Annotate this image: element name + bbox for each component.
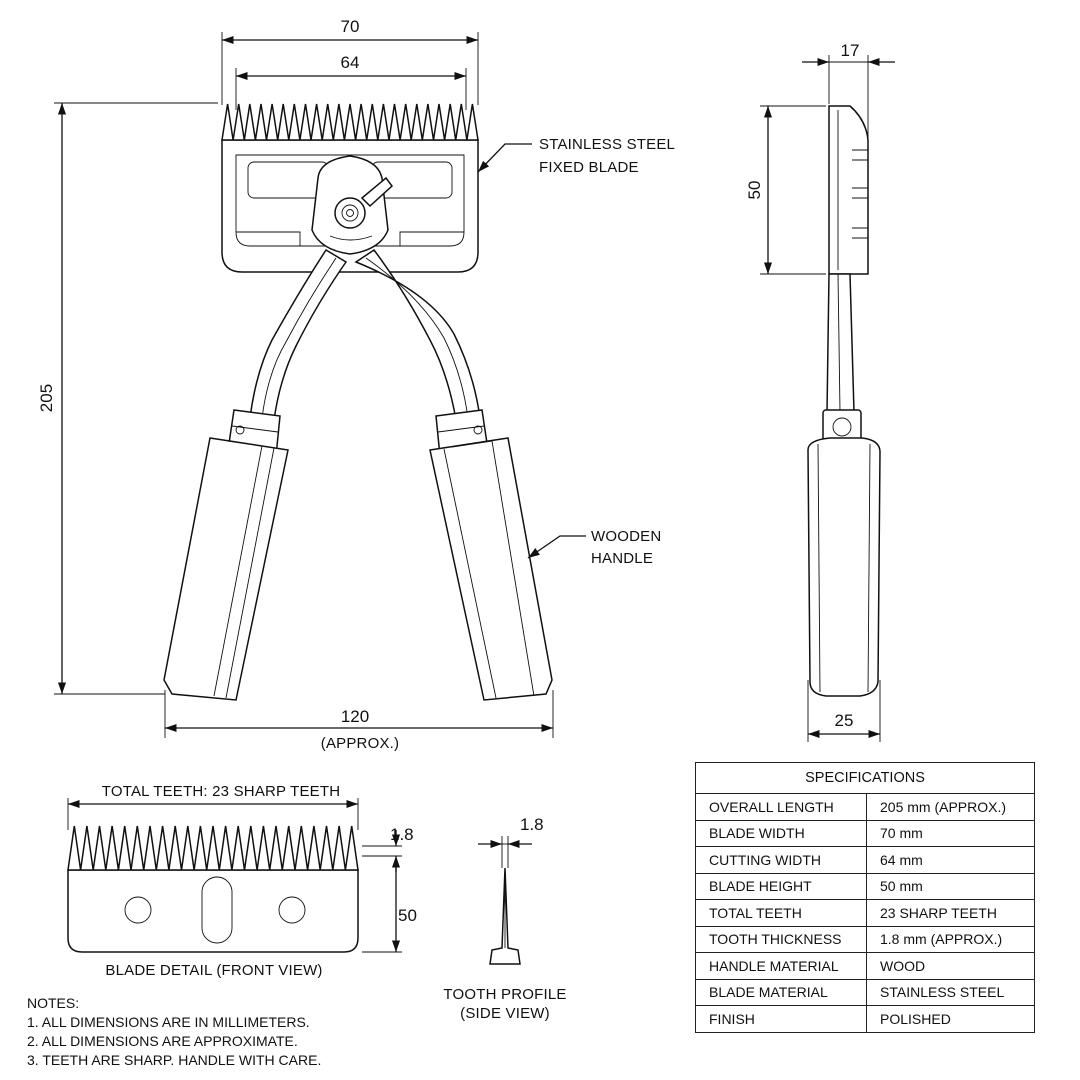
handle-arms <box>249 248 481 421</box>
front-view: 70 64 205 120 (APPROX.) STAINLESS STEEL <box>37 17 675 752</box>
spec-value: POLISHED <box>866 1005 1035 1033</box>
dim-label-70: 70 <box>341 17 360 36</box>
side-view: 17 50 25 <box>745 41 895 742</box>
dim-label-17: 17 <box>841 41 860 60</box>
note-item: 3. TEETH ARE SHARP. HANDLE WITH CARE. <box>27 1052 322 1068</box>
spec-key: HANDLE MATERIAL <box>695 952 867 980</box>
dim-blade-width: 70 <box>221 17 479 105</box>
dim-label-50-detail: 50 <box>398 906 417 925</box>
spec-key: TOOTH THICKNESS <box>695 925 867 953</box>
spec-value: 205 mm (APPROX.) <box>866 793 1035 821</box>
total-teeth-label: TOTAL TEETH: 23 SHARP TEETH <box>102 783 341 800</box>
spec-value: STAINLESS STEEL <box>866 978 1035 1006</box>
callout-handle-line2: HANDLE <box>591 550 653 567</box>
dim-label-25: 25 <box>835 711 854 730</box>
spec-value: 70 mm <box>866 819 1035 847</box>
callout-blade-line2: FIXED BLADE <box>539 159 639 176</box>
dim-overall-length: 205 <box>37 102 218 695</box>
dim-handle-span: 120 (APPROX.) <box>164 690 554 752</box>
spec-title: SPECIFICATIONS <box>695 762 1035 794</box>
note-item: 1. ALL DIMENSIONS ARE IN MILLIMETERS. <box>27 1014 310 1030</box>
callout-wooden-handle: WOODEN HANDLE <box>527 528 661 567</box>
blade-detail-view: TOTAL TEETH: 23 SHARP TEETH 1.8 50 BLADE… <box>67 783 417 979</box>
spec-key: TOTAL TEETH <box>695 899 867 927</box>
spec-value: 1.8 mm (APPROX.) <box>866 925 1035 953</box>
note-item: 2. ALL DIMENSIONS ARE APPROXIMATE. <box>27 1033 298 1049</box>
dim-handle-diameter: 25 <box>807 680 881 742</box>
spec-key: FINISH <box>695 1005 867 1033</box>
spec-header-row: SPECIFICATIONS <box>695 762 1035 794</box>
pivot-assembly <box>311 155 394 255</box>
dim-label-50-side: 50 <box>745 181 764 200</box>
spec-value: 64 mm <box>866 846 1035 874</box>
dim-label-205: 205 <box>37 384 56 412</box>
spec-key: OVERALL LENGTH <box>695 793 867 821</box>
callout-fixed-blade: STAINLESS STEEL FIXED BLADE <box>477 136 675 176</box>
blade-detail-caption: BLADE DETAIL (FRONT VIEW) <box>105 962 322 979</box>
spec-key: BLADE HEIGHT <box>695 872 867 900</box>
spec-key: BLADE WIDTH <box>695 819 867 847</box>
callout-handle-line1: WOODEN <box>591 528 661 545</box>
tooth-profile-view: 1.8 TOOTH PROFILE (SIDE VIEW) <box>443 815 566 1022</box>
dim-label-120: 120 <box>341 707 369 726</box>
spec-value: 23 SHARP TEETH <box>866 899 1035 927</box>
callout-blade-line1: STAINLESS STEEL <box>539 136 675 153</box>
spec-key: BLADE MATERIAL <box>695 978 867 1006</box>
spec-key: CUTTING WIDTH <box>695 846 867 874</box>
dim-approx-note: (APPROX.) <box>321 735 399 752</box>
dim-side-thickness: 17 <box>802 41 895 138</box>
notes-title: NOTES: <box>27 995 80 1011</box>
tooth-profile-caption1: TOOTH PROFILE <box>443 986 566 1003</box>
dim-label-64: 64 <box>341 53 360 72</box>
spec-value: WOOD <box>866 952 1035 980</box>
dim-side-blade-height: 50 <box>745 105 826 275</box>
dim-label-tooth-gap: 1.8 <box>390 825 414 844</box>
dim-cutting-width: 64 <box>235 53 467 110</box>
notes-block: NOTES: 1. ALL DIMENSIONS ARE IN MILLIMET… <box>27 994 321 1070</box>
dim-label-tooth-thickness: 1.8 <box>520 815 544 834</box>
wooden-handles <box>163 437 553 701</box>
spec-value: 50 mm <box>866 872 1035 900</box>
tooth-profile-caption2: (SIDE VIEW) <box>460 1005 550 1022</box>
